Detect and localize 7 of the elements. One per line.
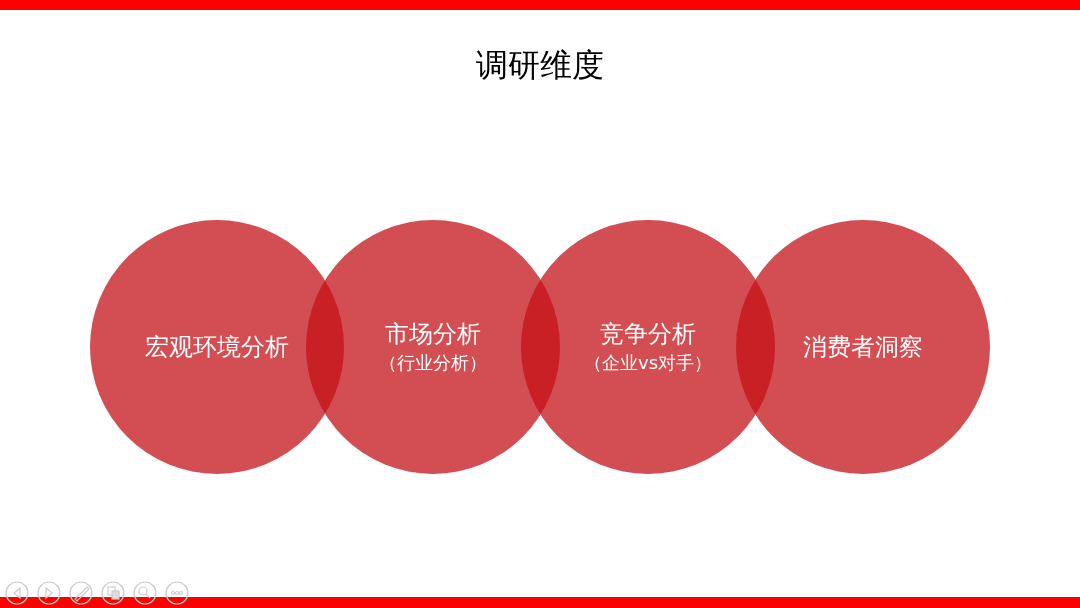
circle-label: 市场分析 bbox=[385, 319, 481, 350]
circle-label: 宏观环境分析 bbox=[145, 332, 289, 363]
circle-label: 竞争分析 bbox=[600, 319, 696, 350]
circle-sublabel: （行业分析） bbox=[379, 351, 487, 375]
title: 调研维度 bbox=[475, 45, 605, 86]
circle-label: 消费者洞察 bbox=[803, 332, 923, 363]
circle-sublabel: （企业vs对手） bbox=[584, 351, 712, 375]
